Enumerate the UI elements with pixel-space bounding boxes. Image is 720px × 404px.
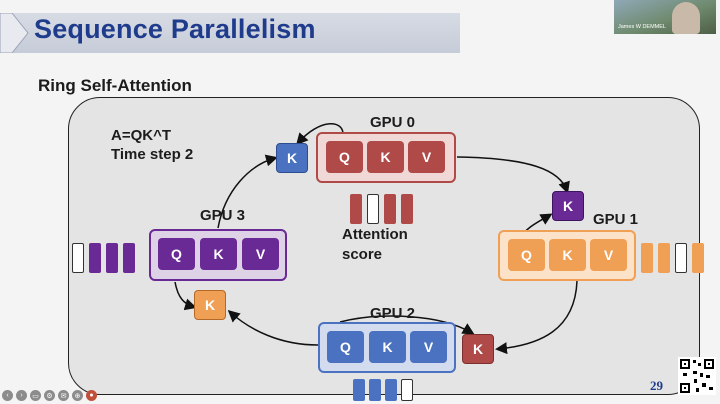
player-settings-icon[interactable]: ⚙ [44,390,55,401]
arrow-gpu0-to-gpu1 [456,156,570,194]
player-zoom-icon[interactable]: ⊕ [72,390,83,401]
attention-bar-2 [384,194,396,224]
player-captions-icon[interactable]: ▭ [30,390,41,401]
arrow-gpu2-to-gpu3 [227,309,319,346]
gpu0-v-tile: V [408,141,445,173]
gpu3-label: GPU 3 [200,207,246,224]
gpu3-bar-0 [72,243,84,273]
gpu0-k-tile: K [367,141,404,173]
attention-bar-0 [350,194,362,224]
player-prev-icon[interactable]: ‹ [2,390,13,401]
webcam-feed: James W DEMMEL [614,0,716,34]
title-bar [0,13,460,53]
gpu3-q-tile: Q [158,238,195,270]
gpu3-bar-3 [123,243,135,273]
gpu3-v-tile: V [242,238,279,270]
page-number: 29 [650,378,663,393]
gpu2-bar-0 [353,379,365,401]
formula-line-2: Time step 2 [111,146,194,163]
gpu0-received-k-tile: K [276,143,308,173]
gpu2-v-tile: V [410,331,447,363]
formula-line-1: A=QK^T [111,127,172,144]
arrow-gpu1-to-gpu2 [495,280,578,355]
arrow-gpu3-to-k [174,281,197,311]
gpu0-label: GPU 0 [370,114,416,131]
arrow-gpu0-to-k [296,123,344,146]
title-chevron-icon [0,13,29,53]
player-next-icon[interactable]: › [16,390,27,401]
gpu3-bar-1 [89,243,101,273]
gpu1-bar-3 [692,243,704,273]
player-record-icon[interactable]: ● [86,390,97,401]
gpu1-label: GPU 1 [593,211,639,228]
gpu1-bar-0 [641,243,653,273]
gpu2-received-k-tile: K [462,334,494,364]
gpu2-bar-1 [369,379,381,401]
gpu2-k-tile: K [369,331,406,363]
gpu1-k-tile: K [549,239,586,271]
gpu2-q-tile: Q [327,331,364,363]
webcam-name: James W DEMMEL [618,24,666,30]
gpu1-received-k-tile: K [552,191,584,221]
gpu1-bar-2 [675,243,687,273]
gpu0-q-tile: Q [326,141,363,173]
attention-label-line2: score [342,246,383,263]
slide-title: Sequence Parallelism [34,14,316,44]
arrow-gpu2-to-k [339,315,475,335]
qr-code-icon [678,357,716,395]
gpu1-bar-1 [658,243,670,273]
gpu1-v-tile: V [590,239,627,271]
gpu3-k-tile: K [200,238,237,270]
presenter-silhouette [672,2,700,34]
attention-bar-3 [401,194,413,224]
gpu2-bar-3 [401,379,413,401]
gpu1-q-tile: Q [508,239,545,271]
gpu2-bar-2 [385,379,397,401]
arrow-gpu3-to-gpu0 [217,154,278,229]
gpu3-received-k-tile: K [194,290,226,320]
player-controls[interactable]: ‹ › ▭ ⚙ ✉ ⊕ ● [2,390,97,404]
player-chat-icon[interactable]: ✉ [58,390,69,401]
gpu2-label: GPU 2 [370,305,416,322]
attention-bar-1 [367,194,379,224]
attention-label-line1: Attention [342,226,408,243]
gpu3-bar-2 [106,243,118,273]
slide-subtitle: Ring Self-Attention [38,76,192,95]
